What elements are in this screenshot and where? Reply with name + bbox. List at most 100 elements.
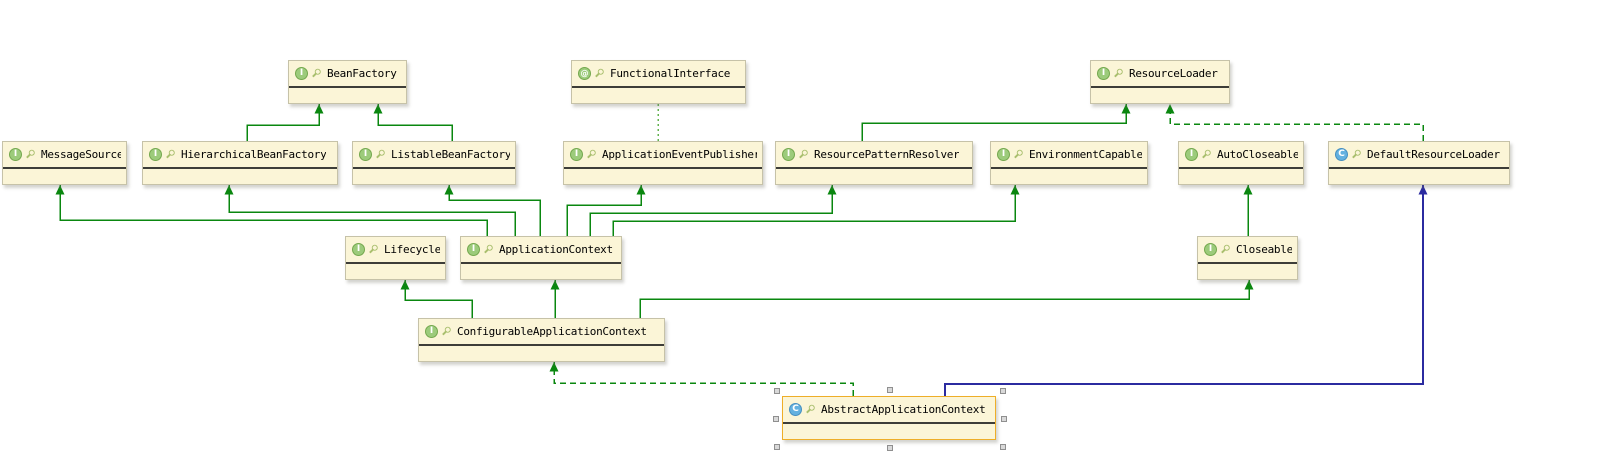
node-label: ApplicationEventPublisher — [602, 148, 757, 161]
interface-icon: I — [1097, 67, 1110, 80]
node-abstract-application-context[interactable]: C AbstractApplicationContext — [773, 387, 1007, 451]
key-icon — [803, 402, 818, 417]
selection-handle[interactable] — [887, 445, 893, 451]
node-application-context[interactable]: I ApplicationContext — [460, 236, 622, 280]
key-icon — [1218, 242, 1233, 257]
edge-extends-abstract-application-context--default-resource-loader[interactable] — [944, 185, 1424, 396]
key-icon — [1011, 147, 1026, 162]
node-members-section — [289, 88, 406, 102]
arrowhead-configurable-application-context--application-context — [550, 280, 560, 290]
key-icon — [373, 147, 388, 162]
node-label: Closeable — [1236, 243, 1292, 256]
interface-icon: I — [782, 148, 795, 161]
interface-icon: I — [9, 148, 22, 161]
key-icon — [309, 66, 324, 81]
class-icon: C — [789, 403, 802, 416]
node-application-event-publisher[interactable]: I ApplicationEventPublisher — [563, 141, 763, 185]
node-resource-pattern-resolver[interactable]: I ResourcePatternResolver — [775, 141, 973, 185]
key-icon — [439, 324, 454, 339]
node-functional-interface[interactable]: @ FunctionalInterface — [571, 60, 746, 104]
node-label: HierarchicalBeanFactory — [181, 148, 327, 161]
interface-icon: I — [295, 67, 308, 80]
node-label: AbstractApplicationContext — [821, 403, 986, 416]
edge-extends-listable-bean-factory--bean-factory[interactable] — [377, 104, 453, 141]
node-header: I EnvironmentCapable — [991, 142, 1147, 169]
node-message-source[interactable]: I MessageSource — [2, 141, 127, 185]
key-icon — [1199, 147, 1214, 162]
arrowhead-application-context--listable-bean-factory — [444, 185, 454, 195]
arrowhead-application-context--resource-pattern-resolver — [827, 185, 837, 195]
node-label: AutoCloseable — [1217, 148, 1298, 161]
node-label: EnvironmentCapable — [1029, 148, 1142, 161]
edge-implements-default-resource-loader--resource-loader[interactable] — [1169, 104, 1424, 141]
edge-extends-application-context--environment-capable[interactable] — [612, 185, 1016, 236]
node-members-section — [419, 346, 664, 360]
selection-handle[interactable] — [774, 388, 780, 394]
edge-extends-configurable-application-context--lifecycle[interactable] — [404, 280, 473, 318]
interface-icon: I — [570, 148, 583, 161]
node-header: I ApplicationEventPublisher — [564, 142, 762, 169]
node-members-section — [1198, 264, 1297, 278]
node-label: ResourcePatternResolver — [814, 148, 960, 161]
interface-icon: I — [1185, 148, 1198, 161]
key-icon — [584, 147, 599, 162]
interface-icon: I — [359, 148, 372, 161]
node-members-section — [776, 169, 972, 183]
arrowhead-hierarchical-bean-factory--bean-factory — [314, 104, 324, 114]
edge-extends-application-context--application-event-publisher[interactable] — [566, 185, 642, 236]
node-members-section — [783, 424, 995, 438]
interface-icon: I — [425, 325, 438, 338]
edge-extends-application-context--resource-pattern-resolver[interactable] — [589, 185, 833, 236]
node-configurable-application-context[interactable]: I ConfigurableApplicationContext — [418, 318, 665, 362]
node-members-section — [572, 88, 745, 102]
key-icon — [23, 147, 38, 162]
key-icon — [1111, 66, 1126, 81]
edge-extends-hierarchical-bean-factory--bean-factory[interactable] — [246, 104, 320, 141]
node-header: I ApplicationContext — [461, 237, 621, 264]
node-label: ConfigurableApplicationContext — [457, 325, 647, 338]
node-members-section — [461, 264, 621, 278]
key-icon — [796, 147, 811, 162]
interface-icon: I — [467, 243, 480, 256]
selection-handle[interactable] — [774, 444, 780, 450]
node-members-section — [143, 169, 337, 183]
selection-handle[interactable] — [1000, 444, 1006, 450]
edge-extends-application-context--hierarchical-bean-factory[interactable] — [228, 185, 516, 236]
arrowhead-application-context--message-source — [55, 185, 65, 195]
node-environment-capable[interactable]: I EnvironmentCapable — [990, 141, 1148, 185]
node-members-section — [1091, 88, 1229, 102]
key-icon — [163, 147, 178, 162]
selection-handle[interactable] — [1000, 388, 1006, 394]
selection-handle[interactable] — [773, 416, 779, 422]
node-label: MessageSource — [41, 148, 121, 161]
interface-icon: I — [997, 148, 1010, 161]
selection-handle[interactable] — [1001, 416, 1007, 422]
node-label: Lifecycle — [384, 243, 440, 256]
edge-extends-application-context--message-source[interactable] — [59, 185, 488, 236]
node-members-section — [353, 169, 515, 183]
node-label: FunctionalInterface — [610, 67, 731, 80]
selection-handle[interactable] — [887, 387, 893, 393]
node-header: I AutoCloseable — [1179, 142, 1303, 169]
node-auto-closeable[interactable]: I AutoCloseable — [1178, 141, 1304, 185]
key-icon — [1349, 147, 1364, 162]
class-icon: C — [1335, 148, 1348, 161]
edge-implements-abstract-application-context--configurable-application-context[interactable] — [553, 362, 854, 396]
annotation-icon: @ — [578, 67, 591, 80]
node-header: I ConfigurableApplicationContext — [419, 319, 664, 346]
arrowhead-default-resource-loader--resource-loader — [1165, 104, 1175, 114]
node-label: ApplicationContext — [499, 243, 613, 256]
